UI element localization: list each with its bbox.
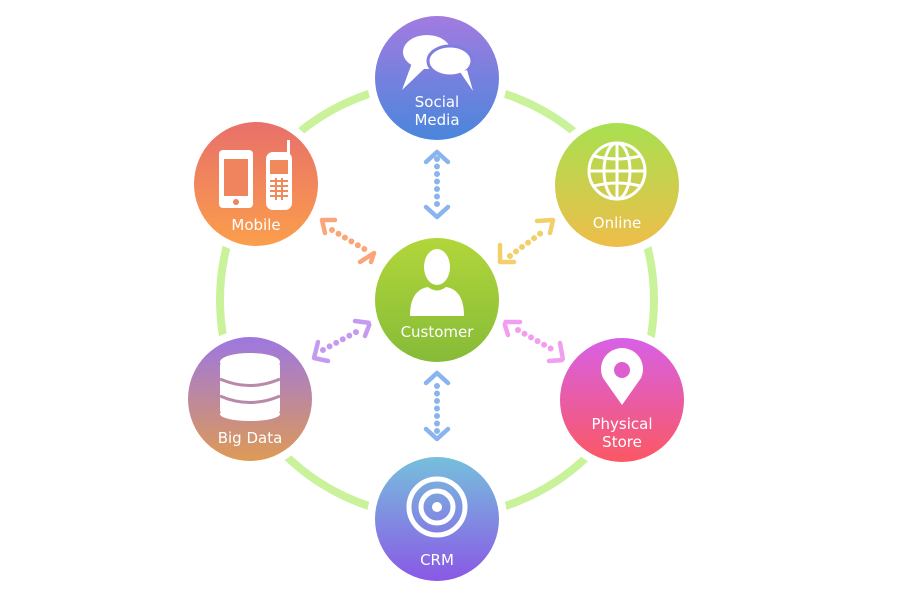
speech-bubbles-icon (402, 35, 474, 91)
node-customer[interactable]: Customer (367, 230, 507, 370)
arrow-crm (423, 370, 451, 442)
node-mobile[interactable]: Mobile (186, 114, 326, 254)
label-physical-line2: Store (602, 433, 642, 451)
mobile-phones-icon (219, 140, 292, 210)
map-pin-icon (601, 348, 643, 405)
node-online[interactable]: Online (547, 115, 687, 255)
arrow-big-data (311, 318, 373, 364)
globe-icon (587, 141, 647, 201)
arrow-online (497, 217, 556, 265)
label-physical-line1: Physical (591, 415, 652, 433)
arrow-social-media (423, 149, 451, 220)
label-crm: CRM (420, 551, 454, 569)
label-online: Online (593, 214, 641, 232)
node-physical-store[interactable]: Physical Store (552, 330, 692, 470)
database-icon (219, 353, 281, 421)
label-mobile: Mobile (231, 216, 280, 234)
label-social-line2: Media (414, 111, 459, 129)
arrow-mobile (319, 217, 377, 265)
label-customer: Customer (401, 323, 475, 341)
node-crm[interactable]: CRM (367, 449, 507, 589)
arrow-physical-store (501, 319, 566, 364)
node-social-media[interactable]: Social Media (367, 8, 507, 148)
target-icon (406, 476, 468, 538)
label-social-line1: Social (415, 93, 459, 111)
label-big-data: Big Data (218, 429, 283, 447)
node-big-data[interactable]: Big Data (180, 329, 320, 469)
user-icon (410, 249, 464, 316)
